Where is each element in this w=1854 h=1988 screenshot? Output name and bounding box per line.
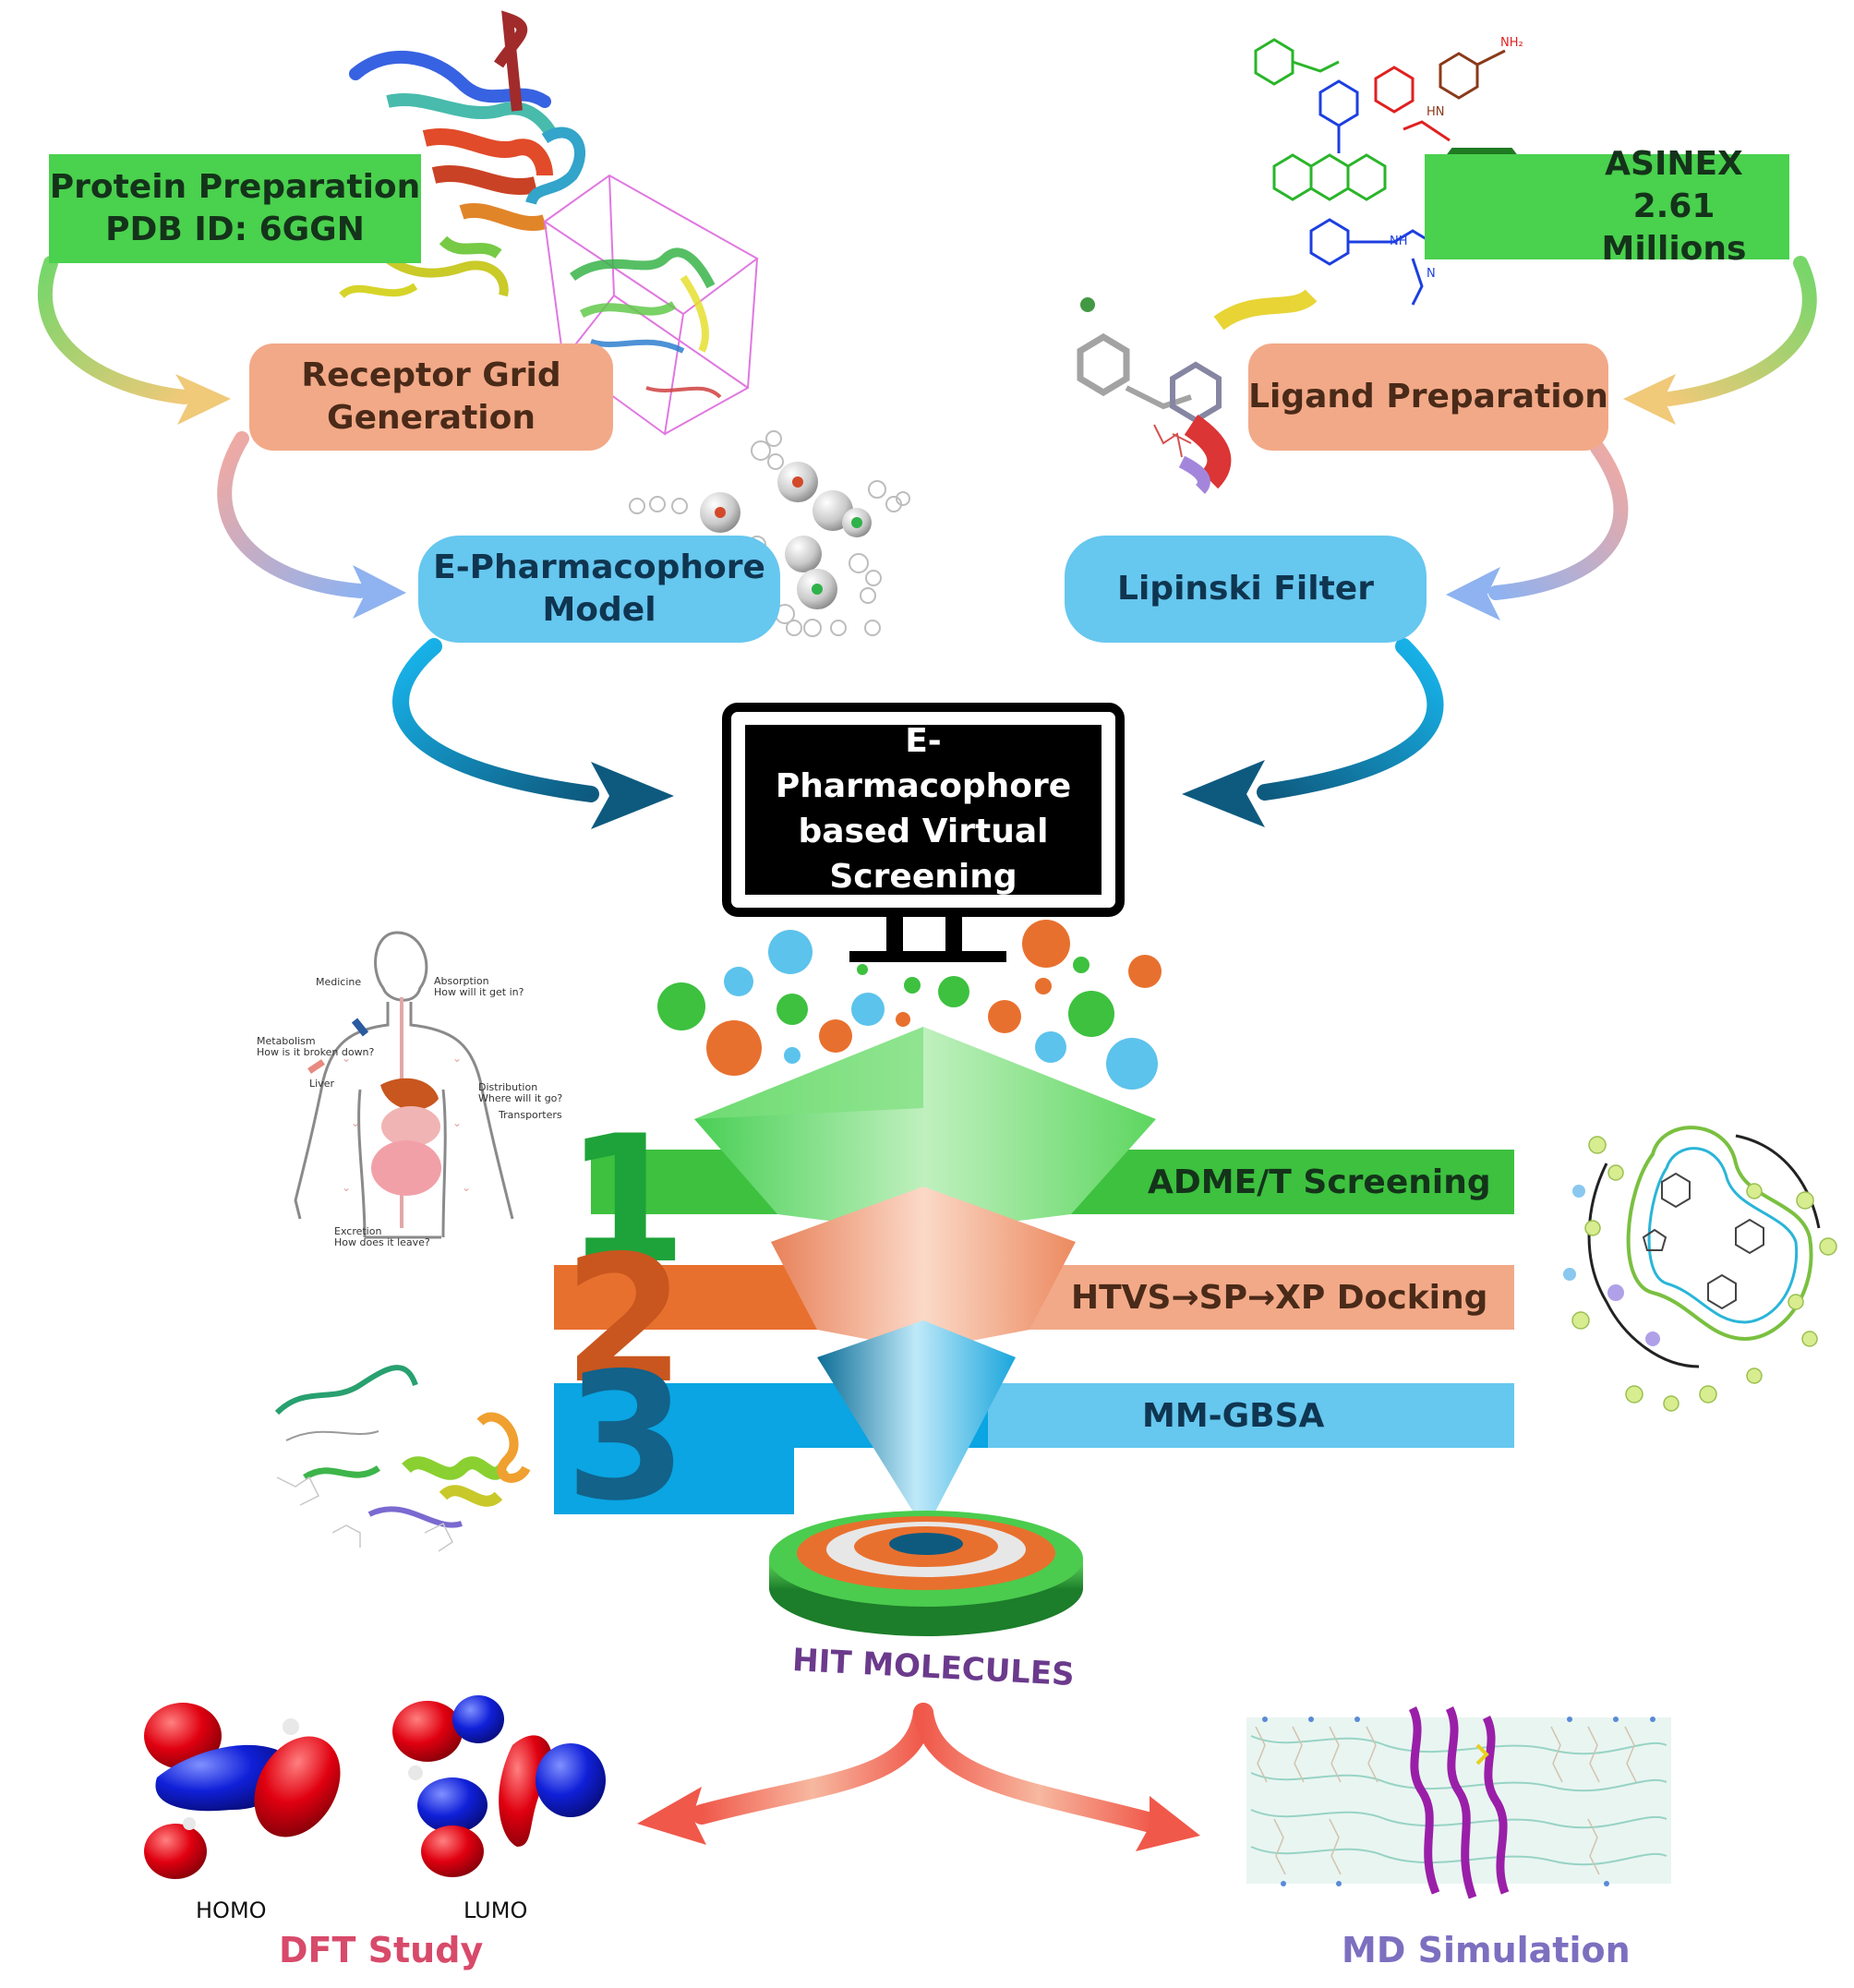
- arrow-grid-to-pharmacophore: [217, 431, 367, 598]
- adme-absorption-question: How will it get in?: [434, 986, 524, 999]
- receptor-grid-box-illustration: [543, 174, 759, 436]
- virtual-screening-screen: E- Pharmacophore based Virtual Screening: [745, 722, 1102, 896]
- stage1-number: 1: [565, 1098, 688, 1302]
- ligand-3d-illustration: [1077, 288, 1318, 494]
- lipinski-filter-label: Lipinski Filter: [1117, 569, 1374, 608]
- svg-text:⌄: ⌄: [452, 1116, 462, 1129]
- funnel-middle: [771, 1187, 1076, 1350]
- funnel-bottom: [817, 1320, 1016, 1531]
- ligand-preparation-label: Ligand Preparation: [1248, 377, 1608, 416]
- arrow-asinex-to-ligand-head: [1623, 374, 1676, 425]
- arrow-protein-to-grid: [38, 256, 192, 404]
- adme-metabolism-question: How is it broken down?: [257, 1046, 375, 1059]
- homo-orbital-illustration: [144, 1703, 341, 1879]
- md-membrane-illustration: [1246, 1705, 1671, 1899]
- stage3-label: MM-GBSA: [1142, 1396, 1325, 1435]
- adme-excretion-title: Excretion: [334, 1225, 382, 1237]
- md-simulation-label: MD Simulation: [1342, 1930, 1631, 1970]
- arrow-hit-split: [692, 1703, 933, 1825]
- protein-preparation-box: Protein Preparation PDB ID: 6GGN: [49, 154, 421, 263]
- svg-text:NH: NH: [1390, 235, 1408, 248]
- homo-label: HOMO: [196, 1898, 267, 1923]
- body-organs: [307, 1018, 441, 1196]
- dft-study-label: DFT Study: [279, 1930, 484, 1970]
- svg-text:⌄: ⌄: [452, 1052, 462, 1065]
- protein-preparation-label: Protein Preparation PDB ID: 6GGN: [49, 167, 421, 248]
- lipinski-filter-box: Lipinski Filter: [1065, 536, 1427, 643]
- stage2-label: HTVS→SP→XP Docking: [1071, 1278, 1488, 1317]
- adme-absorption: Absorption How will it get in?: [434, 975, 524, 999]
- adme-distribution-question: Where will it go?: [478, 1092, 563, 1105]
- asinex-box: ASINEX 2.61 Millions: [1559, 145, 1789, 268]
- stage2-number: 2: [563, 1218, 686, 1422]
- ligand-structures-illustration: [1254, 38, 1506, 306]
- target-icon: [769, 1511, 1083, 1636]
- arrow-hit-to-dft-head: [637, 1787, 706, 1845]
- arrow-hit-to-md-head: [1136, 1796, 1200, 1851]
- arrow-pharmacophore-to-screening-head: [591, 762, 674, 829]
- virtual-screening-label: E- Pharmacophore based Virtual Screening: [775, 722, 1072, 896]
- arrow-lipinski-to-screening: [1257, 638, 1444, 801]
- body-arrows: ⌄ ⌄ ⌄ ⌄ ⌄ ⌄: [342, 1052, 471, 1194]
- asinex-box-left-extension: [1425, 154, 1559, 259]
- arrow-protein-to-grid-head: [175, 374, 231, 425]
- adme-transporters: Transporters: [499, 1109, 562, 1121]
- stage3-number: 3: [565, 1335, 688, 1539]
- asinex-label: ASINEX 2.61 Millions: [1601, 144, 1747, 269]
- arrow-ligand-to-lipinski: [1488, 440, 1629, 600]
- svg-text:⌄: ⌄: [342, 1052, 351, 1065]
- stage3-band-light: [988, 1383, 1514, 1448]
- protein-ligand-complex-illustration: [274, 1365, 531, 1552]
- adme-distribution-title: Distribution: [478, 1081, 538, 1093]
- svg-text:⌄: ⌄: [342, 1181, 351, 1194]
- adme-absorption-title: Absorption: [434, 975, 489, 987]
- stage3-band-lower: [554, 1440, 794, 1514]
- receptor-grid-label: Receptor Grid Generation: [301, 355, 561, 437]
- svg-text:NH₂: NH₂: [1500, 36, 1523, 50]
- ligand-tiny-labels: NH₂ HN NH N: [1390, 36, 1523, 281]
- lumo-label: LUMO: [464, 1898, 528, 1923]
- arrow-hit-split-right: [913, 1703, 1164, 1834]
- adme-liver: Liver: [309, 1078, 334, 1090]
- ligand-preparation-box: Ligand Preparation: [1248, 343, 1608, 451]
- svg-text:⌄: ⌄: [351, 1116, 360, 1129]
- e-pharmacophore-model-label: E-Pharmacophore Model: [433, 548, 765, 629]
- stage2-band-light: [1006, 1265, 1514, 1330]
- interaction-diagram-2d-illustration: [1563, 1126, 1837, 1412]
- protein-ribbon-illustration: [339, 10, 586, 299]
- funnel-top-face: [694, 1027, 923, 1119]
- stage1-band-right: [1090, 1150, 1514, 1214]
- stage1-label: ADME/T Screening: [1148, 1163, 1491, 1201]
- e-pharmacophore-model-box: E-Pharmacophore Model: [418, 536, 780, 643]
- bubbles-illustration: [657, 920, 1162, 1090]
- adme-excretion: Excretion How does it leave?: [334, 1225, 430, 1249]
- lumo-orbital-illustration: [392, 1695, 606, 1877]
- adme-medicine: Medicine: [316, 976, 362, 988]
- arrow-grid-to-pharmacophore-head: [353, 565, 406, 619]
- arrow-asinex-to-ligand: [1662, 256, 1817, 406]
- adme-metabolism: Metabolism How is it broken down?: [257, 1035, 375, 1059]
- adme-excretion-question: How does it leave?: [334, 1236, 430, 1249]
- arrow-ligand-to-lipinski-head: [1446, 567, 1500, 620]
- adme-distribution: Distribution Where will it go?: [478, 1081, 563, 1105]
- svg-text:HN: HN: [1427, 105, 1445, 119]
- receptor-grid-box: Receptor Grid Generation: [249, 343, 613, 451]
- adme-metabolism-title: Metabolism: [257, 1035, 316, 1047]
- svg-text:⌄: ⌄: [462, 1181, 471, 1194]
- arrow-lipinski-to-screening-head: [1182, 760, 1265, 827]
- svg-text:N: N: [1427, 267, 1436, 281]
- arrow-pharmacophore-to-screening: [392, 638, 599, 802]
- pharmacophore-spheres-illustration: [629, 430, 910, 637]
- binding-site-ribbon: [570, 247, 722, 399]
